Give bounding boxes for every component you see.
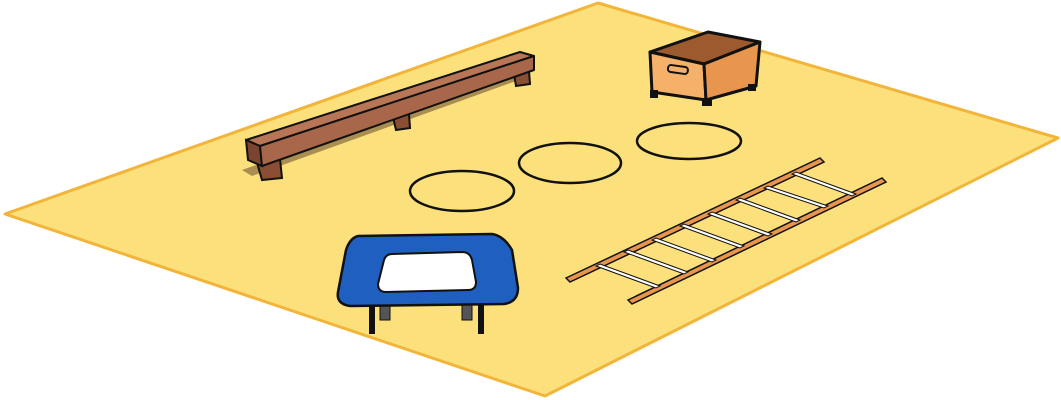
gym-scene — [0, 0, 1061, 400]
gym-floor-illustration — [0, 0, 1061, 400]
